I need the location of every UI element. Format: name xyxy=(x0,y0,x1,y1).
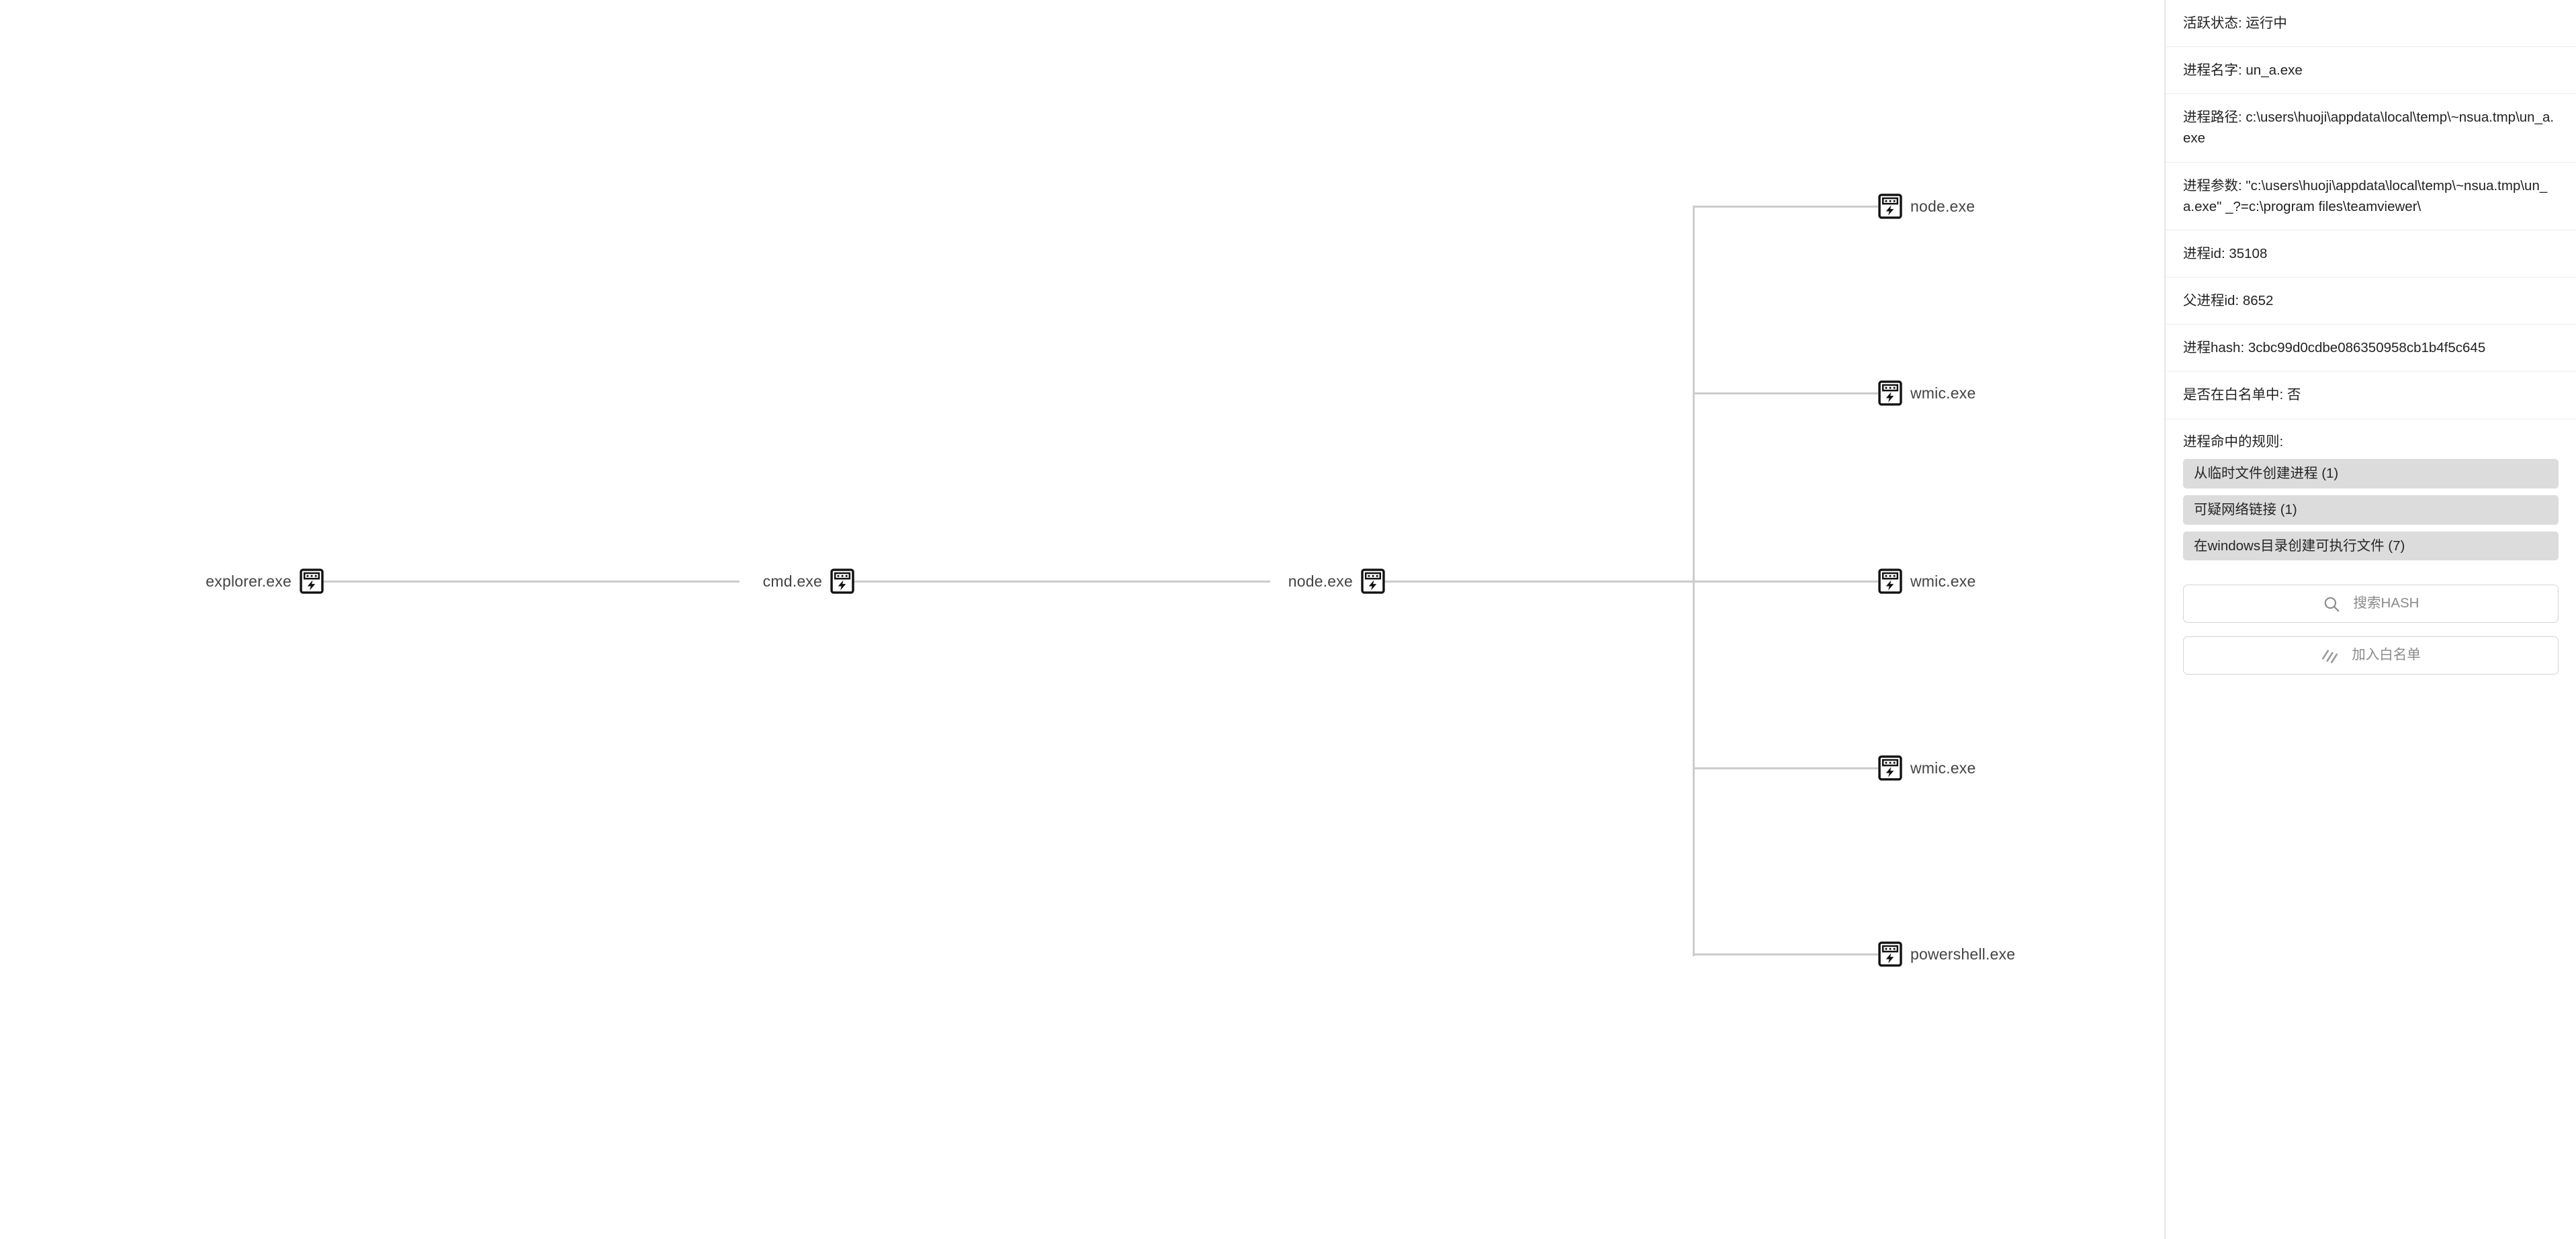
process-node-node-child[interactable]: node.exe xyxy=(1877,194,1975,219)
edge-node-to-trunk xyxy=(1384,581,1695,583)
process-node-node-parent[interactable]: node.exe xyxy=(0,568,1386,594)
process-hash-text: 进程hash: 3cbc99d0cdbe086350958cb1b4f5c645 xyxy=(2183,340,2486,356)
edge-cmd-to-node xyxy=(854,581,1270,583)
process-window-bolt-icon xyxy=(1360,568,1386,594)
process-window-bolt-icon xyxy=(299,568,324,594)
edge-branch-powershell xyxy=(1693,953,1878,955)
detail-row-process-hash: 进程hash: 3cbc99d0cdbe086350958cb1b4f5c645 xyxy=(2166,325,2576,372)
detail-row-process-path: 进程路径: c:\users\huoji\appdata\local\temp\… xyxy=(2166,94,2576,163)
detail-rows: 活跃状态: 运行中进程名字: un_a.exe 进程路径: c:\users\hu… xyxy=(2166,0,2576,419)
rule-badge[interactable]: 在windows目录创建可执行文件 (7) xyxy=(2183,531,2559,561)
detail-row-process-args: 进程参数: "c:\users\huoji\appdata\local\temp… xyxy=(2166,163,2576,230)
search-hash-button[interactable]: 搜索HASH xyxy=(2183,585,2559,624)
process-node-label: wmic.exe xyxy=(1910,759,1976,777)
edge-explorer-to-cmd xyxy=(323,581,740,583)
rule-badge[interactable]: 从临时文件创建进程 (1) xyxy=(2183,459,2559,488)
process-node-wmic-2[interactable]: wmic.exe xyxy=(1877,568,1975,594)
process-node-cmd[interactable]: cmd.exe xyxy=(0,568,855,594)
process-node-wmic-1[interactable]: wmic.exe xyxy=(1877,380,1975,406)
detail-row-in-whitelist: 是否在白名单中: 否 xyxy=(2166,372,2576,419)
process-node-explorer[interactable]: explorer.exe xyxy=(0,568,324,594)
process-tree-canvas[interactable]: explorer.exe cmd.exe node.exe node.exe wmic.… xyxy=(0,0,2164,1239)
edge-branch-node-child xyxy=(1693,206,1878,208)
search-icon xyxy=(2323,595,2340,613)
diagonal-stripes-icon xyxy=(2321,647,2338,665)
matched-rules-section: 进程命中的规则: 从临时文件创建进程 (1) 可疑网络链接 (1) 在windows… xyxy=(2166,419,2576,573)
process-node-powershell[interactable]: powershell.exe xyxy=(1877,941,2015,967)
process-path-text: 进程路径: c:\users\huoji\appdata\local\temp\… xyxy=(2183,110,2555,146)
process-node-label: node.exe xyxy=(1910,197,1975,215)
matched-rules-list: 从临时文件创建进程 (1) 可疑网络链接 (1) 在windows目录创建可执行文件… xyxy=(2183,459,2559,561)
edge-branch-wmic-2 xyxy=(1693,581,1878,583)
add-whitelist-label: 加入白名单 xyxy=(2352,647,2421,663)
process-window-bolt-icon xyxy=(830,568,855,594)
edge-branch-wmic-1 xyxy=(1693,392,1878,394)
panel-actions: 搜索HASH 加入白名单 xyxy=(2166,572,2576,675)
edge-branch-wmic-3 xyxy=(1693,767,1878,769)
process-node-label: wmic.exe xyxy=(1910,384,1976,402)
process-args-text: 进程参数: "c:\users\huoji\appdata\local\temp… xyxy=(2183,177,2548,214)
process-window-bolt-icon xyxy=(1877,568,1903,594)
in-whitelist-text: 是否在白名单中: 否 xyxy=(2183,387,2301,403)
process-window-bolt-icon xyxy=(1877,941,1903,967)
detail-row-parent-process-id: 父进程id: 8652 xyxy=(2166,277,2576,325)
process-node-label: node.exe xyxy=(1288,572,1353,590)
search-hash-label: 搜索HASH xyxy=(2353,595,2419,611)
matched-rules-title: 进程命中的规则: xyxy=(2183,433,2284,450)
process-node-label: cmd.exe xyxy=(762,572,822,590)
process-name-text: 进程名字: un_a.exe xyxy=(2183,62,2303,79)
process-node-label: powershell.exe xyxy=(1910,945,2016,963)
process-node-label: wmic.exe xyxy=(1910,572,1976,590)
rule-badge[interactable]: 可疑网络链接 (1) xyxy=(2183,495,2559,525)
detail-row-active-state: 活跃状态: 运行中 xyxy=(2166,0,2576,48)
detail-row-process-id: 进程id: 35108 xyxy=(2166,230,2576,278)
add-whitelist-button[interactable]: 加入白名单 xyxy=(2183,636,2559,675)
parent-process-id-text: 父进程id: 8652 xyxy=(2183,293,2274,309)
process-node-wmic-3[interactable]: wmic.exe xyxy=(1877,755,1975,781)
process-window-bolt-icon xyxy=(1877,380,1903,406)
process-node-label: explorer.exe xyxy=(206,572,292,590)
process-id-text: 进程id: 35108 xyxy=(2183,245,2268,261)
detail-row-process-name: 进程名字: un_a.exe xyxy=(2166,47,2576,95)
process-window-bolt-icon xyxy=(1877,194,1903,219)
active-state-text: 活跃状态: 运行中 xyxy=(2183,15,2287,31)
process-window-bolt-icon xyxy=(1877,755,1903,781)
process-detail-panel: 活跃状态: 运行中进程名字: un_a.exe 进程路径: c:\users\hu… xyxy=(2164,0,2576,1239)
